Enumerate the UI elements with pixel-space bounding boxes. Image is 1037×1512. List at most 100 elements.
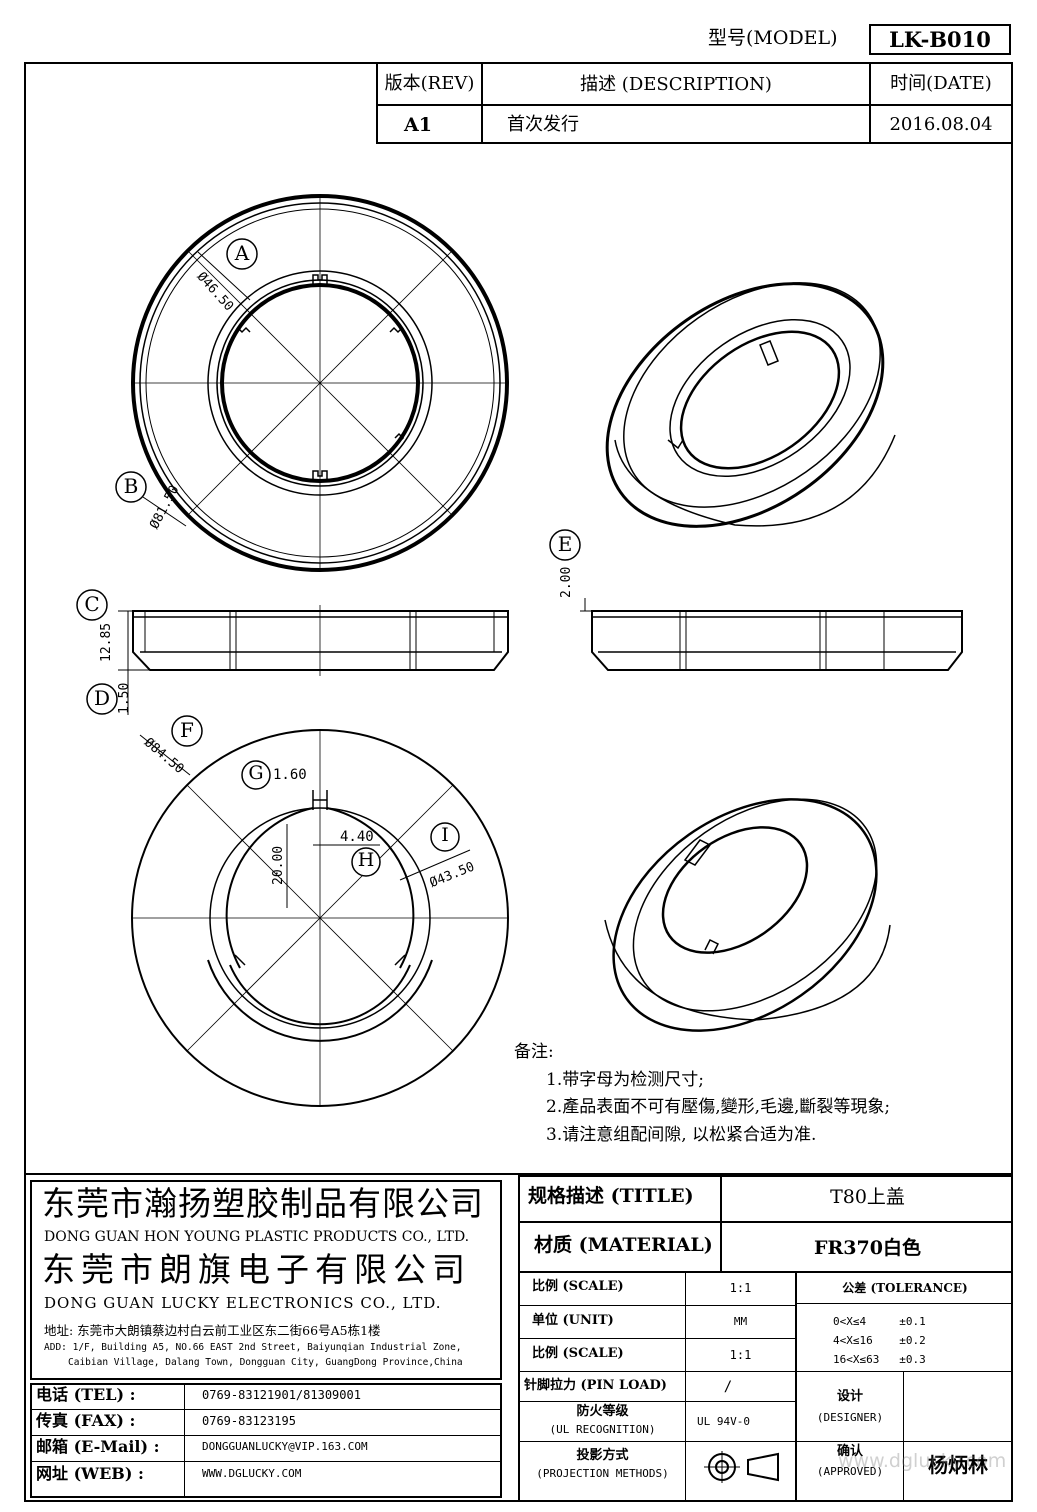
email-value[interactable]: DONGGUANLUCKY@VIP.163.COM [202, 1440, 368, 1453]
material-value: FR370白色 [814, 1237, 921, 1259]
tolerance-3: 16<X≤63 ±0.3 [833, 1353, 926, 1366]
fax-label: 传真 (FAX) : [36, 1411, 136, 1430]
marker-i: I [441, 824, 449, 846]
company-address-en-2: Caibian Village, Dalang Town, Dongguan C… [68, 1357, 463, 1368]
model-value: LK-B010 [889, 27, 991, 52]
marker-b: B [123, 474, 139, 498]
dim-g-value: 1.60 [273, 767, 307, 783]
contact-line-1 [30, 1409, 502, 1410]
contact-line-2 [30, 1435, 502, 1436]
rev-value: A1 [404, 114, 432, 136]
spec-line-5 [518, 1371, 1013, 1372]
bottom-view [131, 729, 509, 1107]
company-name-2: 东莞市朗旗电子有限公司 [42, 1250, 471, 1289]
tel-label: 电话 (TEL) : [36, 1385, 136, 1404]
email-label: 邮箱 (E-Mail) : [36, 1437, 160, 1456]
ul-label-1: 防火等级 [576, 1404, 629, 1419]
company-name-2-en: DONG GUAN LUCKY ELECTRONICS CO., LTD. [44, 1294, 442, 1312]
designer-label-1: 设计 [836, 1389, 863, 1404]
rev-divider-2 [869, 62, 871, 144]
top-view [131, 194, 509, 572]
pinload-value: / [723, 1379, 733, 1395]
tel-value: 0769-83121901/81309001 [202, 1388, 361, 1402]
proj-label-2: (PROJECTION METHODS) [536, 1467, 669, 1480]
spec-line-3 [518, 1305, 795, 1306]
spec-vline-1 [720, 1175, 722, 1272]
marker-e: E [557, 532, 573, 556]
tolerance-2: 4<X≤16 ±0.2 [833, 1334, 926, 1347]
note-2: 2.產品表面不可有壓傷,變形,毛邊,斷裂等現象; [546, 1097, 891, 1117]
proj-label-1: 投影方式 [576, 1448, 629, 1463]
desc-header: 描述 (DESCRIPTION) [580, 74, 772, 95]
company-name-1-en: DONG GUAN HON YOUNG PLASTIC PRODUCTS CO.… [44, 1229, 470, 1245]
dimension-markers [76, 238, 581, 877]
marker-f: F [180, 718, 194, 742]
watermark: www.dglucky.com [838, 1450, 1007, 1472]
spec-vline-4 [903, 1371, 904, 1502]
scale2-value: 1:1 [729, 1348, 752, 1362]
contact-divider [184, 1383, 185, 1498]
spec-line-7 [518, 1441, 1013, 1442]
date-value: 2016.08.04 [889, 114, 993, 135]
scale-value: 1:1 [729, 1281, 752, 1295]
dim-h-height: 20.00 [271, 845, 286, 885]
designer-label-2: (DESIGNER) [816, 1411, 884, 1424]
contact-table [30, 1383, 502, 1498]
material-label: 材质 (MATERIAL) [534, 1234, 713, 1256]
side-view-right [580, 598, 963, 671]
revision-table [376, 62, 1013, 144]
contact-line-3 [30, 1461, 502, 1462]
rev-header: 版本(REV) [384, 73, 475, 94]
scale2-label: 比例 (SCALE) [532, 1346, 624, 1361]
spec-line-1 [518, 1221, 1013, 1223]
spec-line-3b [795, 1303, 1013, 1304]
model-box [869, 24, 1011, 55]
projection-symbol-icon [704, 1451, 779, 1483]
marker-d: D [93, 686, 111, 710]
tolerance-label: 公差 (TOLERANCE) [842, 1281, 968, 1295]
desc-value: 首次发行 [507, 114, 579, 135]
tolerance-1: 0<X≤4 ±0.1 [833, 1315, 926, 1328]
rev-divider-h [376, 104, 1013, 106]
date-header: 时间(DATE) [890, 73, 992, 94]
rev-divider-1 [481, 62, 483, 144]
marker-g: G [248, 762, 264, 784]
side-view-left [118, 605, 509, 715]
fax-value: 0769-83123195 [202, 1414, 296, 1428]
spec-line-4 [518, 1338, 795, 1339]
web-value[interactable]: WWW.DGLUCKY.COM [202, 1467, 302, 1480]
model-label: 型号(MODEL) [708, 27, 838, 49]
technical-drawing [76, 194, 963, 1107]
web-label: 网址 (WEB) : [36, 1464, 144, 1483]
spec-line-6 [518, 1401, 795, 1402]
marker-c: C [84, 592, 100, 616]
pinload-label: 针脚拉力 (PIN LOAD) [524, 1378, 667, 1393]
dim-d-value: 1.50 [117, 682, 132, 714]
company-address-cn: 地址: 东莞市大朗镇蔡边村白云前工业区东二街66号A5栋1楼 [44, 1323, 381, 1338]
approved-label-1: 确认 [836, 1444, 863, 1459]
dim-h-value: 4.40 [340, 829, 374, 845]
company-name-1: 东莞市瀚扬塑胶制品有限公司 [42, 1184, 484, 1223]
isometric-view-bottom [604, 798, 891, 1032]
title-block-top-line [24, 1173, 1013, 1175]
spec-line-2 [518, 1271, 1013, 1273]
title-value: T80上盖 [830, 1186, 905, 1208]
unit-value: MM [733, 1315, 748, 1328]
ul-value: UL 94V-0 [697, 1415, 750, 1428]
approved-label-2: (APPROVED) [816, 1465, 884, 1478]
notes-title: 备注: [514, 1042, 554, 1062]
note-1: 1.带字母为检测尺寸; [546, 1070, 704, 1090]
company-address-en-1: ADD: 1/F, Building A5, NO.66 EAST 2nd St… [44, 1342, 462, 1353]
isometric-view-top [605, 282, 896, 528]
scale-label: 比例 (SCALE) [532, 1279, 624, 1294]
approved-value: 杨炳林 [928, 1453, 988, 1477]
ul-label-2: (UL RECOGNITION) [549, 1423, 656, 1436]
note-3: 3.请注意组配间隙, 以松紧合适为准. [546, 1125, 817, 1145]
spec-vline-2 [685, 1271, 686, 1502]
marker-a: A [234, 241, 250, 265]
title-label: 规格描述 (TITLE) [528, 1185, 694, 1207]
spec-vline-3 [795, 1271, 797, 1502]
company-box [30, 1180, 502, 1380]
unit-label: 单位 (UNIT) [532, 1313, 614, 1328]
dim-c-value: 12.85 [99, 622, 114, 662]
